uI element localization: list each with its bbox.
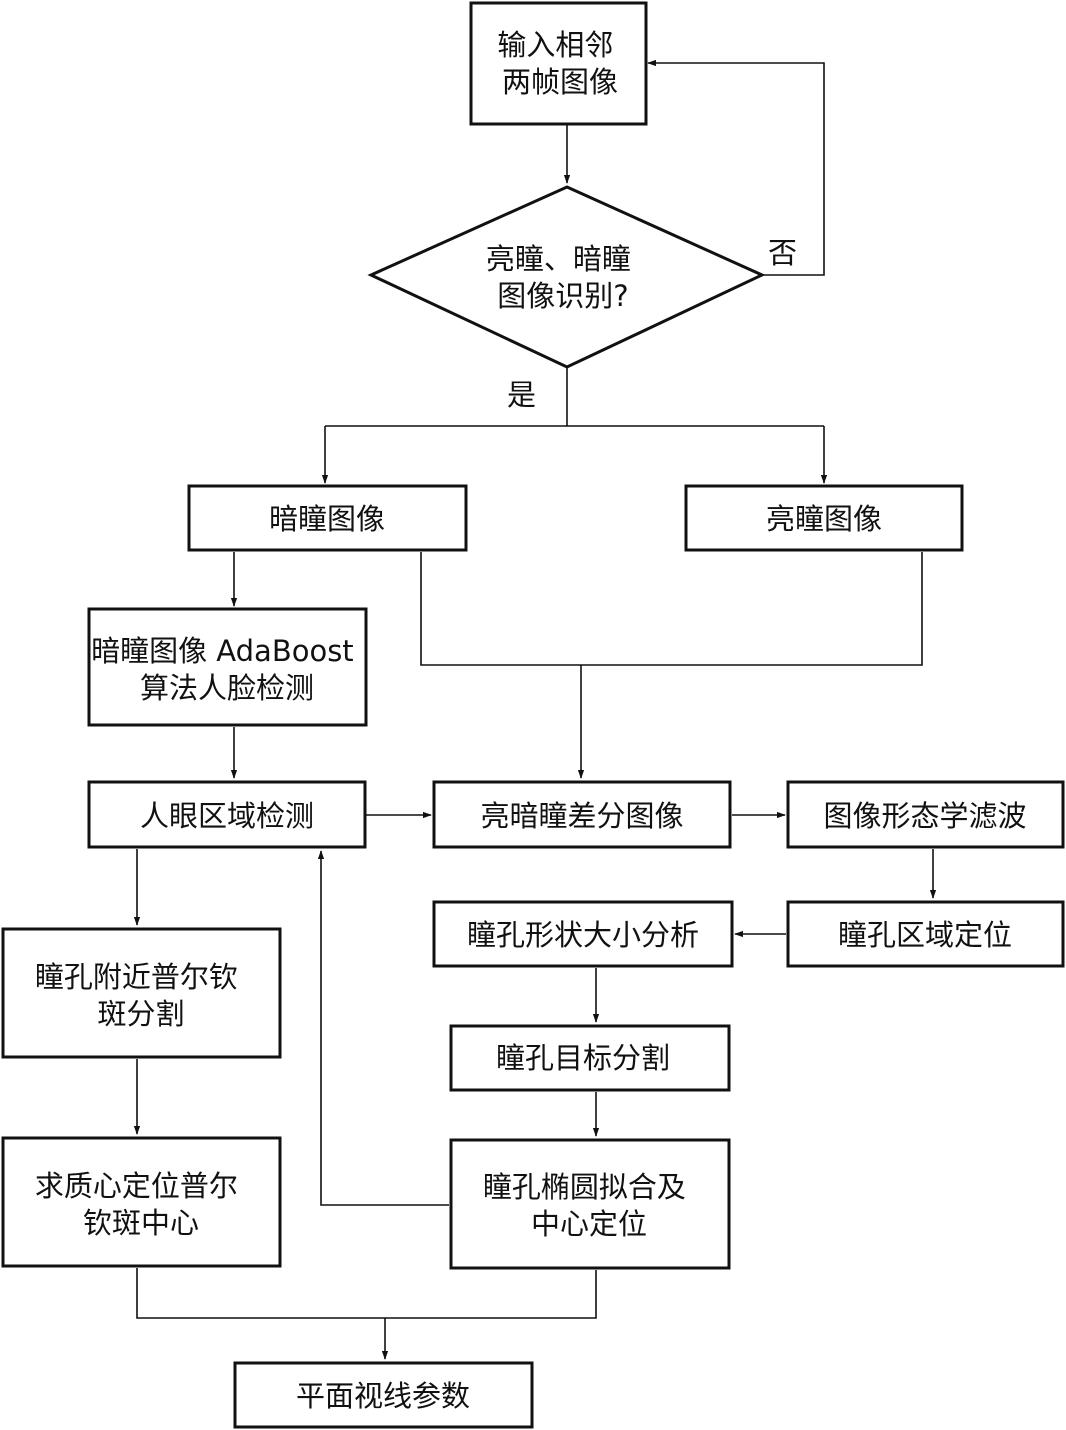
pupil-target-segmentation-box (449, 1024, 731, 1092)
bright-pupil-image-label: 亮瞳图像 (766, 502, 882, 536)
dark-pupil-image-label: 暗瞳图像 (269, 502, 385, 536)
pupil-region-locate-label: 瞳孔区域定位 (838, 918, 1012, 952)
pupil-recognition-decision (367, 185, 766, 369)
connectors (133, 59, 937, 1360)
centroid-purkinje-center-label: 求质心定位普尔 钦斑中心 (35, 1169, 247, 1240)
difference-image-label: 亮暗瞳差分图像 (480, 799, 683, 833)
bright-pupil-image-box (684, 484, 964, 552)
input-frames-box (469, 1, 648, 126)
edge-no-loop (647, 59, 825, 276)
purkinje-segmentation-label: 瞳孔附近普尔钦 斑分割 (35, 960, 247, 1031)
pupil-target-segmentation-label: 瞳孔目标分割 (496, 1041, 670, 1075)
eye-region-detection-box (87, 780, 367, 849)
pupil-shape-analysis-box (432, 900, 734, 968)
no-branch-label: 否 (768, 236, 797, 270)
difference-image-box (432, 780, 732, 849)
decision-label: 亮瞳、暗瞳 图像识别? (486, 242, 640, 313)
input-frames-label: 输入相邻 两帧图像 (497, 28, 622, 99)
dark-pupil-image-box (187, 484, 468, 552)
morphology-filter-label: 图像形态学滤波 (823, 799, 1026, 833)
purkinje-segmentation-box (1, 927, 282, 1059)
ellipse-fit-center-box (449, 1138, 731, 1270)
centroid-purkinje-center-box (1, 1136, 282, 1268)
morphology-filter-box (786, 780, 1065, 849)
adaboost-face-detection-box (87, 607, 368, 727)
gaze-parameters-box (233, 1361, 534, 1429)
edge-merge-bottom (136, 1268, 597, 1319)
pupil-region-locate-box (786, 900, 1065, 968)
pupil-shape-analysis-label: 瞳孔形状大小分析 (467, 918, 699, 952)
gaze-parameters-label: 平面视线参数 (296, 1379, 470, 1413)
edge-ellipse-eye (317, 850, 449, 1206)
edge-dark-merge (420, 552, 923, 666)
adaboost-face-detection-label: 暗瞳图像 AdaBoost 算法人脸检测 (91, 634, 363, 705)
eye-region-detection-label: 人眼区域检测 (140, 799, 314, 833)
ellipse-fit-center-label: 瞳孔椭圆拟合及 中心定位 (483, 1170, 695, 1241)
yes-branch-label: 是 (507, 378, 536, 412)
